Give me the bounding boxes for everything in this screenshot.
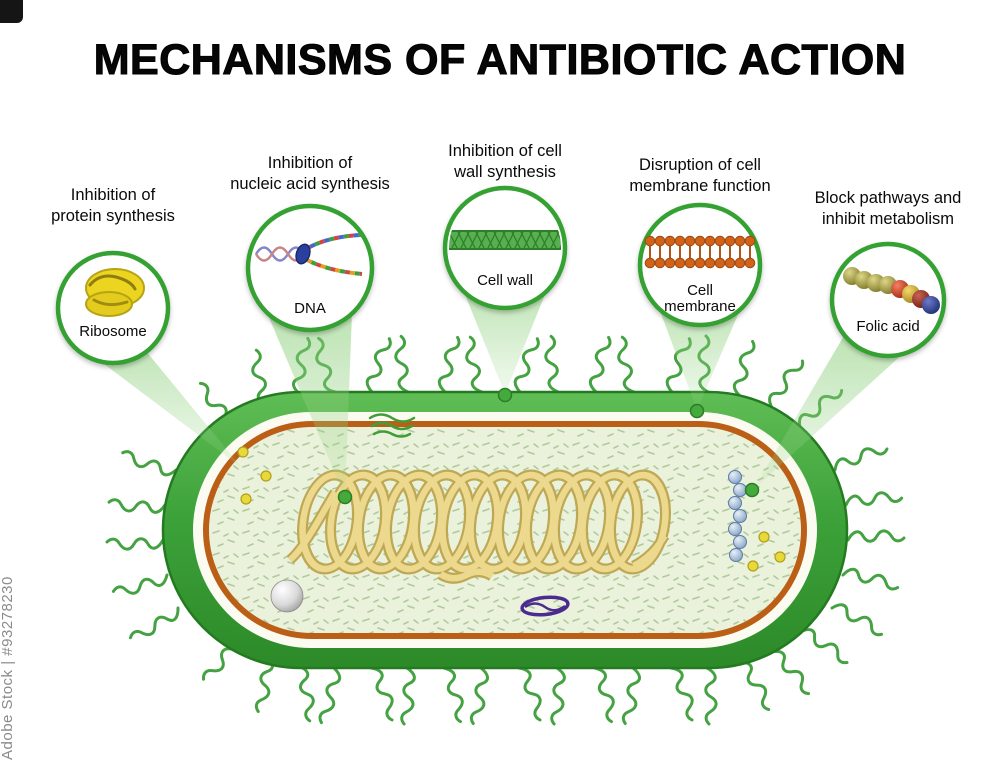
mechanism-label-cell-wall: Inhibition of cell wall synthesis [405, 141, 605, 183]
folic-acid-icon [843, 267, 940, 314]
mechanism-label-metabolism: Block pathways and inhibit metabolism [783, 188, 993, 230]
label-line: inhibit metabolism [821, 210, 955, 228]
label-line: nucleic acid synthesis [230, 175, 390, 193]
bacterium-cell [161, 390, 849, 670]
label-line: membrane function [629, 177, 771, 195]
target-label-ribosome: Ribosome [79, 323, 147, 340]
label-line: protein synthesis [51, 207, 175, 225]
mechanism-label-cell-membrane: Disruption of cell membrane function [595, 155, 805, 197]
target-label-dna: DNA [294, 300, 326, 317]
label-line: wall synthesis [454, 163, 556, 181]
callouts [55, 185, 947, 366]
watermark: Adobe Stock | #93278230 [0, 576, 16, 760]
adobe-stock-logo [0, 0, 23, 23]
callout-dna [245, 203, 375, 333]
ribosome-granules [237, 446, 786, 572]
plasmid [520, 595, 570, 617]
callout-ribosome [55, 250, 171, 366]
beam-cell-membrane [657, 303, 743, 410]
mesosome [368, 413, 416, 438]
label-line: Inhibition of cell [448, 142, 562, 160]
cell-membrane-icon [644, 235, 756, 269]
target-label-cell-wall: Cell wall [477, 272, 533, 289]
beam-cell-wall [462, 287, 548, 394]
dna-icon [254, 233, 363, 276]
target-label-cell-membrane: Cell membrane [664, 282, 736, 315]
target-dot-membrane [689, 403, 705, 419]
callout-cell-wall [442, 185, 568, 311]
callout-cell-membrane [637, 202, 763, 328]
mechanism-label-protein-synthesis: Inhibition of protein synthesis [18, 185, 208, 227]
helicase-icon [295, 243, 311, 265]
target-label-folic-acid: Folic acid [856, 318, 920, 335]
target-dot-cell-wall [497, 387, 513, 403]
nucleoid-coil [286, 469, 671, 584]
callout-beams [75, 287, 917, 497]
beam-target-dots [337, 387, 760, 505]
mechanism-label-nucleic-acid: Inhibition of nucleic acid synthesis [200, 153, 420, 195]
label-line: Inhibition of [267, 154, 353, 172]
label-line: Disruption of cell [639, 156, 761, 174]
target-dot-folic-acid [744, 482, 760, 498]
label-line: Inhibition of [70, 186, 156, 204]
cell-wall-icon [449, 230, 561, 250]
label-line: Block pathways and [814, 189, 962, 207]
ribosome-icon [85, 268, 145, 317]
beam-nucleic-acid [268, 313, 352, 497]
beam-protein-synthesis [75, 342, 242, 468]
target-dot-dna [337, 489, 353, 505]
beam-metabolism [753, 334, 917, 490]
inclusion-granule [270, 579, 304, 613]
callout-folic-acid [829, 241, 947, 359]
page-title: MECHANISMS OF ANTIBIOTIC ACTION [93, 35, 907, 84]
